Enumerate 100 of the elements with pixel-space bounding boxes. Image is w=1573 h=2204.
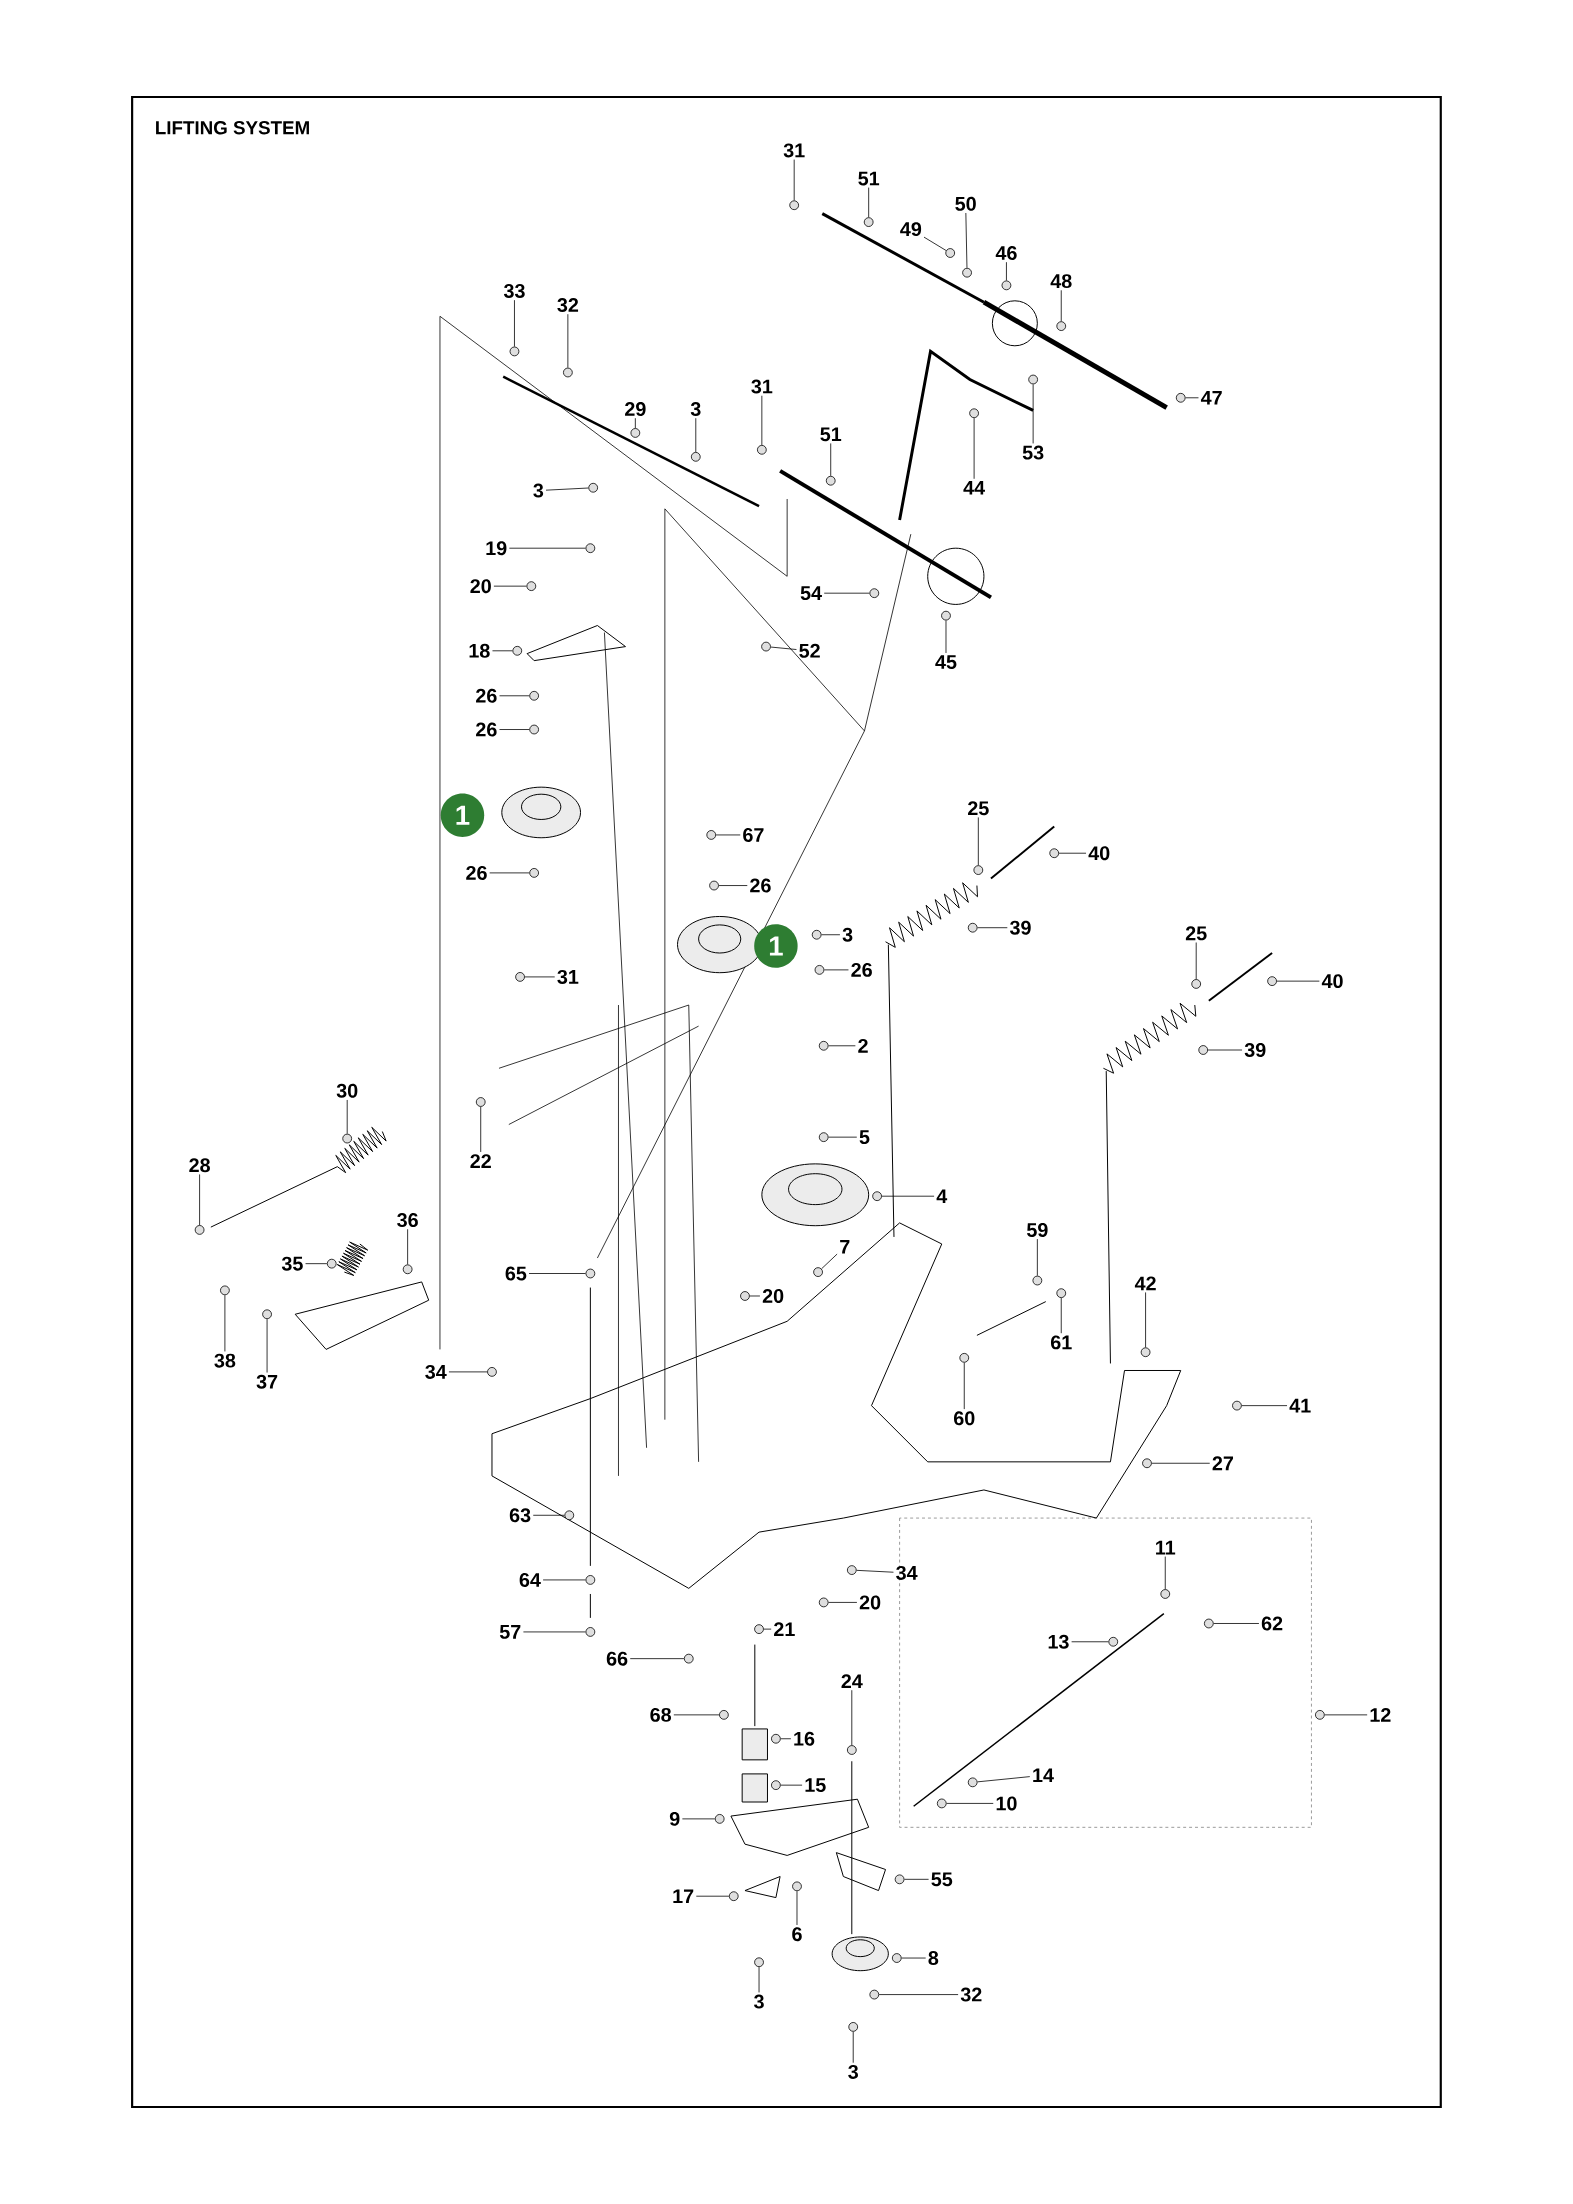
callout-badge: 1	[754, 924, 798, 968]
callout-number: 2	[858, 1038, 868, 1053]
leader-line	[542, 1579, 586, 1581]
leader-line	[489, 872, 530, 874]
leader-line	[901, 1957, 927, 1959]
part-marker	[630, 428, 641, 438]
leader-line	[852, 2031, 854, 2064]
part-marker	[1315, 1710, 1325, 1720]
callout-number: 45	[935, 655, 957, 669]
leader-line	[346, 1099, 348, 1135]
leader-line	[828, 1045, 856, 1047]
leader-line	[224, 1294, 226, 1352]
callout-number: 9	[669, 1811, 680, 1826]
callout-number: 31	[557, 969, 579, 984]
part-marker	[818, 1597, 829, 1608]
part-marker	[487, 1367, 497, 1377]
part-marker	[526, 581, 537, 591]
part-marker	[719, 1710, 729, 1720]
leader-line	[1324, 1714, 1368, 1716]
callout-number: 62	[1261, 1616, 1283, 1631]
part-marker	[1267, 976, 1277, 986]
part-marker	[771, 1733, 781, 1744]
callout-number: 47	[1201, 391, 1222, 405]
part-marker	[1056, 321, 1067, 331]
part-marker	[262, 1309, 272, 1320]
part-marker	[563, 367, 573, 378]
part-marker	[706, 830, 717, 840]
leader-line	[509, 547, 586, 549]
part-marker	[847, 1745, 857, 1755]
callout-number: 17	[673, 1889, 694, 1903]
leader-line	[1276, 980, 1320, 982]
part-marker	[475, 1097, 486, 1107]
leader-line	[199, 1174, 201, 1226]
callout-number: 31	[783, 143, 805, 158]
leader-line	[780, 1784, 803, 1786]
callout-number: 8	[928, 1951, 939, 1966]
part-marker	[402, 1264, 413, 1275]
callout-number: 14	[1033, 1768, 1054, 1783]
callout-number: 12	[1370, 1707, 1391, 1722]
part-marker	[945, 248, 956, 258]
callout-number: 30	[336, 1083, 358, 1098]
callout-number: 13	[1048, 1634, 1069, 1649]
part-marker	[848, 2022, 859, 2032]
leader-line	[1145, 1292, 1147, 1348]
callout-number: 49	[900, 222, 922, 237]
leader-line	[528, 1273, 586, 1274]
callout-number: 66	[606, 1651, 628, 1666]
leader-line	[828, 1136, 858, 1138]
leader-line	[780, 1738, 792, 1740]
part-marker	[869, 1989, 880, 2000]
part-marker	[194, 1225, 205, 1235]
leader-line	[977, 1776, 1031, 1783]
callout-number: 61	[1051, 1335, 1072, 1350]
part-marker	[585, 1627, 596, 1637]
leader-line	[828, 1602, 858, 1603]
leader-line	[758, 1966, 760, 1993]
callout-number: 65	[505, 1266, 527, 1281]
callout-number: 33	[504, 283, 525, 298]
part-marker	[585, 1268, 596, 1279]
leader-line	[978, 817, 979, 866]
part-marker	[1056, 1288, 1067, 1298]
part-marker	[754, 1624, 764, 1634]
part-marker	[869, 588, 880, 598]
callout-number: 40	[1321, 974, 1343, 989]
callout-number: 22	[470, 1154, 491, 1168]
callout-number: 6	[792, 1927, 802, 1942]
leader-line	[823, 592, 870, 594]
leader-line	[718, 885, 748, 886]
leader-line	[635, 417, 636, 429]
leader-line	[499, 729, 530, 730]
part-marker	[818, 1132, 829, 1142]
part-marker	[847, 1565, 857, 1575]
leader-line	[514, 299, 515, 347]
leader-line	[1185, 397, 1199, 399]
part-marker	[709, 880, 719, 891]
leader-line	[821, 934, 841, 936]
part-marker	[959, 1353, 970, 1363]
callout-number: 59	[1027, 1222, 1048, 1237]
callout-number: 20	[859, 1595, 881, 1610]
callout-number: 20	[762, 1289, 784, 1303]
leader-line	[761, 395, 763, 446]
leader-line	[407, 1228, 409, 1265]
callout-number: 42	[1134, 1276, 1156, 1291]
callout-number: 36	[397, 1213, 418, 1228]
leader-line	[1032, 383, 1034, 444]
leader-line	[793, 159, 795, 201]
part-marker	[973, 865, 984, 875]
callout-number: 29	[625, 402, 646, 417]
callout-number: 50	[955, 196, 976, 211]
part-marker	[813, 1267, 823, 1277]
part-marker	[1028, 374, 1039, 385]
callout-number: 26	[476, 688, 497, 703]
part-marker	[1175, 392, 1186, 403]
part-marker	[512, 645, 523, 656]
part-marker	[1191, 979, 1202, 989]
callout-number: 53	[1022, 445, 1044, 460]
part-marker	[1049, 848, 1060, 859]
part-marker	[894, 1874, 905, 1885]
leader-line	[629, 1658, 685, 1660]
callout-number: 26	[466, 865, 487, 880]
